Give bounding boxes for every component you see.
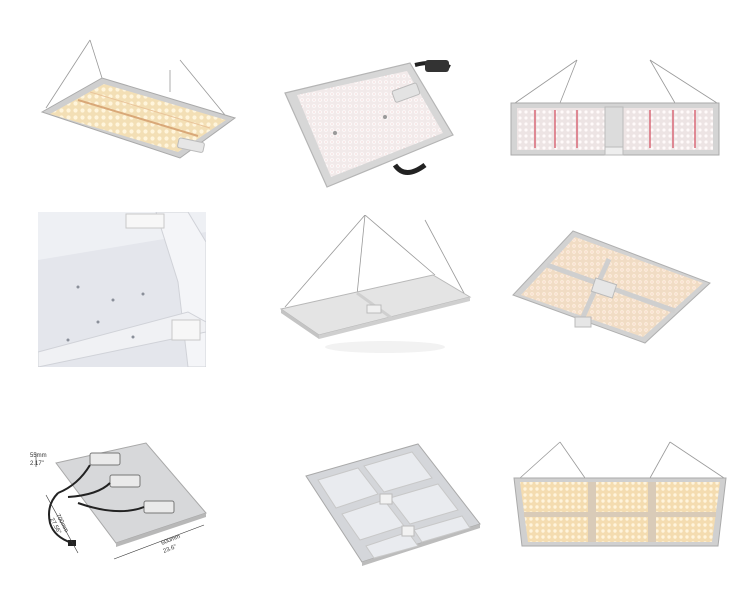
product-photo-hanging-wide-warm <box>510 438 730 553</box>
product-photo-with-cable <box>275 55 470 195</box>
dimension-height-in: 2.17" <box>30 461 44 467</box>
product-photo-hanging-tilted-warm <box>30 30 245 180</box>
product-photo-quad-panel-tilted <box>505 225 715 345</box>
product-photo-hanging-underside <box>275 215 475 355</box>
product-photo-six-section-back <box>300 438 485 568</box>
dimension-height-mm: 55mm <box>30 453 47 459</box>
dimension-length-in: 23.6" <box>163 544 178 555</box>
product-photo-closeup-back <box>38 212 206 367</box>
product-photo-hanging-front-red-rows <box>505 55 725 160</box>
product-photo-back-drivers-dimensions: 55mm 2.17" 700mm 27.56" 600mm 23.6" <box>28 425 218 575</box>
